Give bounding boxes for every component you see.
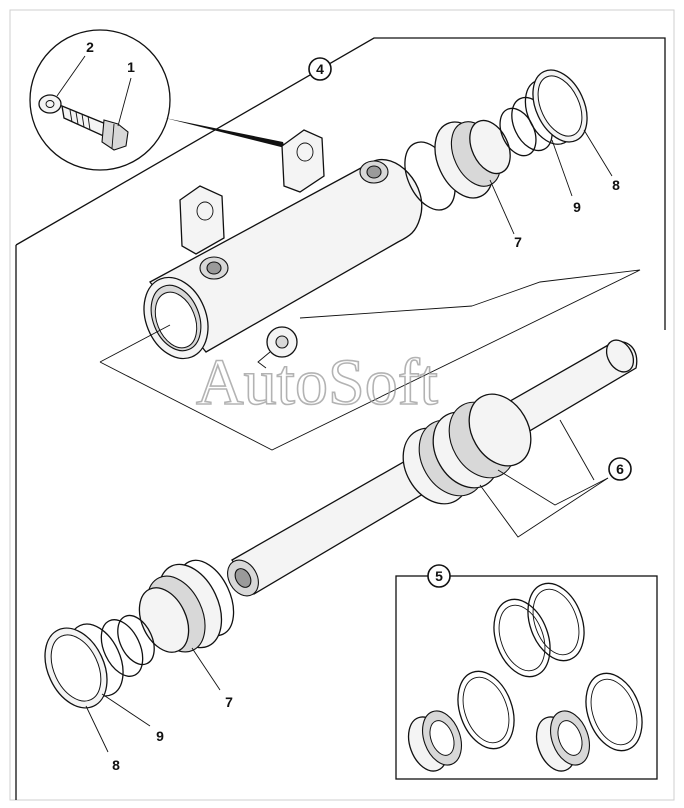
label-gland-seal-top: 7 [514, 234, 522, 250]
projection-line-top [299, 305, 473, 319]
rod-leader-1 [559, 419, 595, 481]
piston-rod [227, 339, 638, 597]
rod-leader-2 [497, 469, 609, 506]
label-ring-bottom: 9 [156, 728, 164, 744]
label-gland-seal-bottom: 7 [225, 694, 233, 710]
cylinder-barrel [143, 129, 423, 369]
bottom-ring-leader [101, 693, 151, 727]
label-ring-top: 9 [573, 199, 581, 215]
bottom-seal-set [44, 559, 235, 709]
label-washer: 2 [86, 39, 94, 55]
washer-leader [56, 55, 86, 97]
top-ring-leader [551, 139, 573, 197]
rod-leader-3 [479, 477, 609, 538]
washer-part [38, 94, 62, 114]
label-barrel-circle [308, 57, 332, 81]
label-piston-rod-circle [608, 457, 632, 481]
label-piston-rod: 6 [616, 461, 624, 477]
label-seal-kit: 5 [435, 568, 443, 584]
detail-leader-wedge [165, 118, 285, 148]
projection-line-left [99, 324, 171, 363]
projection-box [99, 269, 641, 451]
watermark-text: AutoSoft [196, 346, 438, 419]
top-circlip-leader [583, 129, 613, 177]
bolt-detail-callout [29, 29, 285, 171]
bottom-circlip-leader [85, 705, 109, 753]
top-seal-leader [489, 179, 515, 235]
bolt-leader [117, 77, 132, 127]
page-frame [9, 9, 675, 801]
label-circlip-top: 8 [612, 177, 620, 193]
top-seal-set [404, 69, 588, 211]
bolt-part [61, 104, 129, 151]
bottom-seal-leader [191, 647, 221, 691]
seal-kit-box [395, 575, 658, 780]
label-barrel: 4 [316, 61, 324, 77]
label-bolt: 1 [127, 59, 135, 75]
label-seal-kit-circle [427, 564, 451, 588]
barrel-group-outline [15, 37, 666, 330]
label-circlip-bottom: 8 [112, 757, 120, 773]
seal-kit-parts [407, 582, 643, 772]
